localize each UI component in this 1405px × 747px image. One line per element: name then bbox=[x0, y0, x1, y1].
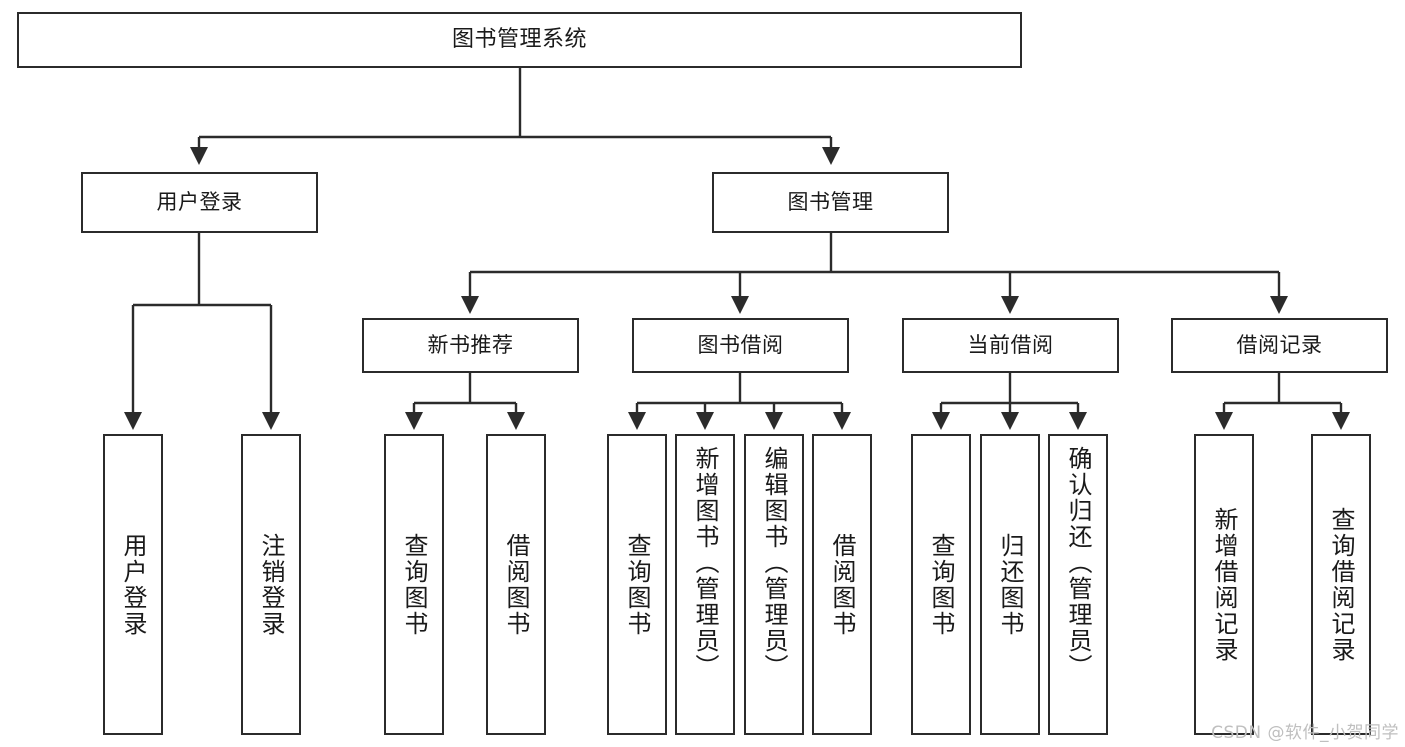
node-root[interactable]: 图书管理系统 bbox=[17, 12, 1022, 68]
node-user-login-label: 用户登录 bbox=[156, 190, 243, 215]
node-book-manage-label: 图书管理 bbox=[787, 190, 874, 215]
leaf-user-login[interactable]: 用户登录 bbox=[103, 434, 163, 735]
node-new-book-recommend-label: 新书推荐 bbox=[427, 333, 514, 358]
node-current-borrow-label: 当前借阅 bbox=[967, 333, 1054, 358]
leaf-borrow-book-2[interactable]: 借阅图书 bbox=[812, 434, 872, 735]
leaf-return-book[interactable]: 归还图书 bbox=[980, 434, 1040, 735]
leaf-return-book-label: 归还图书 bbox=[996, 532, 1024, 637]
node-new-book-recommend[interactable]: 新书推荐 bbox=[362, 318, 579, 373]
leaf-query-book-2-label: 查询图书 bbox=[623, 532, 651, 637]
leaf-borrow-book-2-label: 借阅图书 bbox=[828, 532, 856, 637]
leaf-add-book-label: 新增图书（管理员） bbox=[691, 446, 719, 680]
leaf-logout-login-label: 注销登录 bbox=[257, 532, 285, 637]
leaf-query-book-3[interactable]: 查询图书 bbox=[911, 434, 971, 735]
node-borrow-record-label: 借阅记录 bbox=[1236, 333, 1323, 358]
leaf-add-borrow-record[interactable]: 新增借阅记录 bbox=[1194, 434, 1254, 735]
node-book-manage[interactable]: 图书管理 bbox=[712, 172, 949, 233]
leaf-confirm-return-label: 确认归还（管理员） bbox=[1064, 446, 1092, 680]
leaf-user-login-label: 用户登录 bbox=[119, 532, 147, 637]
node-user-login[interactable]: 用户登录 bbox=[81, 172, 318, 233]
leaf-edit-book-label: 编辑图书（管理员） bbox=[760, 446, 788, 680]
leaf-query-book-1-label: 查询图书 bbox=[400, 532, 428, 637]
leaf-borrow-book-1[interactable]: 借阅图书 bbox=[486, 434, 546, 735]
node-current-borrow[interactable]: 当前借阅 bbox=[902, 318, 1119, 373]
node-book-borrow[interactable]: 图书借阅 bbox=[632, 318, 849, 373]
leaf-query-book-1[interactable]: 查询图书 bbox=[384, 434, 444, 735]
leaf-add-book[interactable]: 新增图书（管理员） bbox=[675, 434, 735, 735]
node-root-label: 图书管理系统 bbox=[451, 27, 587, 53]
leaf-logout-login[interactable]: 注销登录 bbox=[241, 434, 301, 735]
watermark: CSDN @软件_小贺同学 bbox=[1211, 723, 1399, 743]
leaf-confirm-return[interactable]: 确认归还（管理员） bbox=[1048, 434, 1108, 735]
leaf-query-book-3-label: 查询图书 bbox=[927, 532, 955, 637]
node-borrow-record[interactable]: 借阅记录 bbox=[1171, 318, 1388, 373]
leaf-add-borrow-record-label: 新增借阅记录 bbox=[1210, 506, 1238, 663]
leaf-borrow-book-1-label: 借阅图书 bbox=[502, 532, 530, 637]
leaf-query-book-2[interactable]: 查询图书 bbox=[607, 434, 667, 735]
leaf-edit-book[interactable]: 编辑图书（管理员） bbox=[744, 434, 804, 735]
leaf-query-borrow-record[interactable]: 查询借阅记录 bbox=[1311, 434, 1371, 735]
leaf-query-borrow-record-label: 查询借阅记录 bbox=[1327, 506, 1355, 663]
node-book-borrow-label: 图书借阅 bbox=[697, 333, 784, 358]
